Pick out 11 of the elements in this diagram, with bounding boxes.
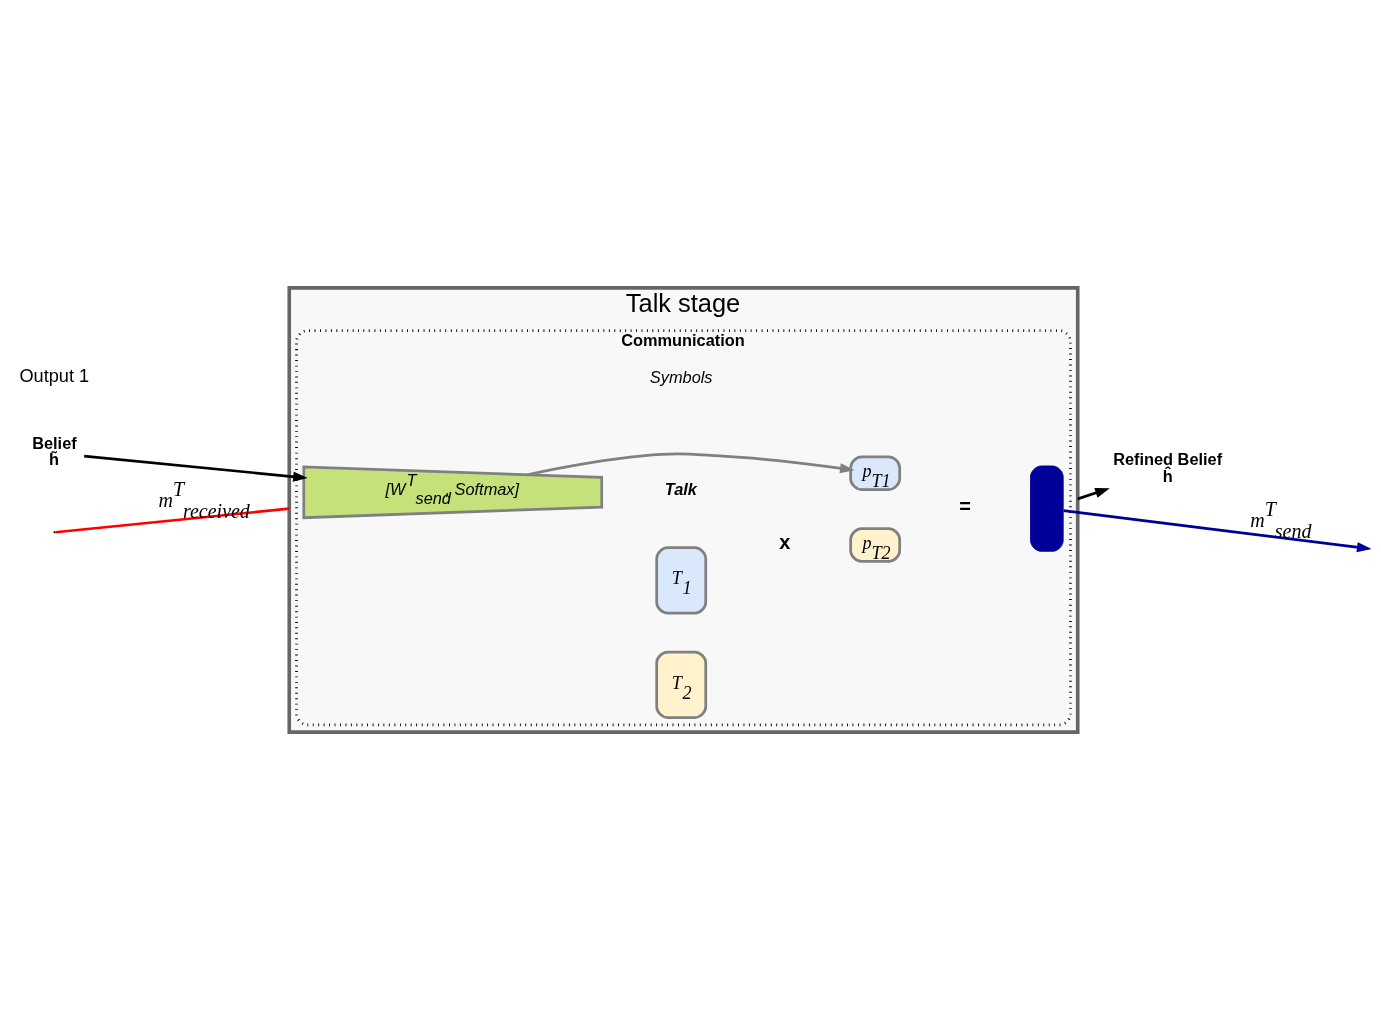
node-bar — [1030, 465, 1064, 552]
label: Talk — [664, 479, 697, 498]
label: Output 1 — [19, 365, 90, 386]
arrow — [1077, 487, 1110, 500]
arrow — [84, 454, 308, 482]
arrow — [526, 452, 855, 476]
label: = — [959, 494, 971, 517]
node-text: Refined Belief ĥ — [1113, 449, 1223, 485]
label: Symbols — [649, 367, 713, 386]
node-text: Belief h̃ — [32, 433, 77, 468]
label: x — [779, 530, 791, 553]
